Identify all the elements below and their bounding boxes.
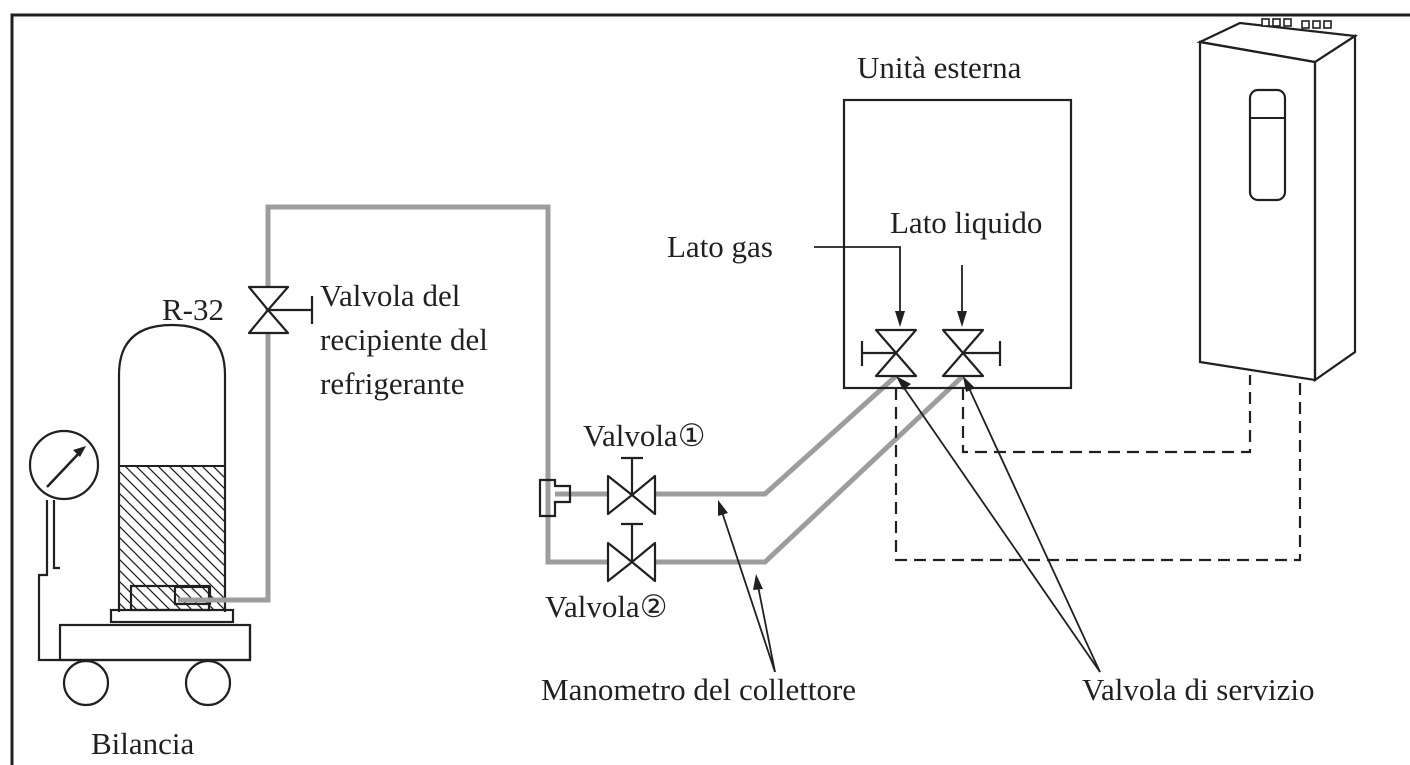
cart-wheel-left bbox=[62, 659, 110, 707]
leader-manifold-gauge bbox=[718, 500, 776, 673]
leader-gas-line bbox=[814, 246, 901, 318]
label-container-valve-3: refrigerante bbox=[320, 366, 465, 401]
leader-liquid-arrowhead bbox=[957, 311, 967, 327]
cylinder-body bbox=[117, 323, 227, 612]
scale-platform bbox=[58, 623, 252, 662]
indoor-unit-top bbox=[1196, 21, 1359, 64]
pipe-liquid-line bbox=[655, 374, 965, 565]
leader-gas-arrowhead bbox=[895, 311, 905, 327]
dashed-pipe-liquid bbox=[961, 375, 1252, 454]
leader-manifold-line-1 bbox=[721, 511, 776, 673]
label-manifold-gauge: Manometro del collettore bbox=[541, 672, 856, 707]
label-liquid-side: Lato liquido bbox=[890, 205, 1042, 240]
dashed-pipe-gas bbox=[894, 380, 1302, 562]
label-outdoor-unit: Unità esterna bbox=[857, 50, 1022, 85]
scale-plate bbox=[109, 608, 235, 624]
service-valve-gas bbox=[860, 328, 918, 378]
outdoor-unit-box bbox=[842, 98, 1073, 390]
leader-gas-side bbox=[814, 246, 905, 327]
frame-border bbox=[10, 13, 1410, 765]
indoor-unit-side bbox=[1313, 33, 1357, 383]
gauge-needle-head bbox=[73, 446, 86, 457]
label-valve-2: Valvola② bbox=[545, 589, 668, 624]
leader-service-line-2 bbox=[967, 385, 1101, 673]
cart-frame-inner bbox=[52, 500, 60, 570]
label-gas-side: Lato gas bbox=[667, 229, 773, 264]
leader-service-arrowhead-2 bbox=[963, 376, 975, 392]
gauge-needle bbox=[46, 449, 83, 488]
leader-manifold-arrowhead-1 bbox=[718, 500, 728, 516]
leader-manifold-line-2 bbox=[757, 585, 776, 673]
label-scale: Bilancia bbox=[91, 726, 195, 761]
manifold-valve-1 bbox=[606, 456, 657, 516]
manifold-valve-2 bbox=[606, 522, 657, 583]
leader-service-valve bbox=[896, 376, 1101, 673]
service-valve-liquid bbox=[941, 328, 1002, 378]
leader-service-arrowhead-1 bbox=[896, 376, 911, 390]
label-valve-1: Valvola① bbox=[583, 418, 706, 453]
label-refrigerant-type: R-32 bbox=[162, 292, 224, 327]
label-container-valve-2: recipiente del bbox=[320, 322, 488, 357]
manifold-tee-fitting bbox=[538, 478, 572, 518]
cart-wheel-right bbox=[184, 659, 232, 707]
label-service-valve: Valvola di servizio bbox=[1082, 672, 1314, 707]
cylinder-outlet-fitting bbox=[173, 585, 212, 606]
gas-valve-body bbox=[874, 328, 918, 378]
weighing-gauge bbox=[28, 429, 100, 501]
indoor-unit-display bbox=[1248, 88, 1287, 202]
pipe-cylinder-to-manifold bbox=[178, 204, 610, 603]
leader-service-line-1 bbox=[901, 384, 1101, 673]
indoor-unit-front bbox=[1198, 40, 1317, 382]
indoor-unit bbox=[1196, 18, 1359, 383]
indoor-unit-pipe-connectors bbox=[1261, 18, 1332, 29]
leader-liquid-side bbox=[957, 265, 967, 327]
container-valve bbox=[247, 285, 314, 335]
leader-manifold-arrowhead-2 bbox=[753, 574, 763, 590]
label-container-valve-1: Valvola del bbox=[320, 278, 460, 313]
refrigerant-cylinder-on-scale bbox=[28, 323, 252, 707]
pipe-gas-line bbox=[655, 374, 898, 497]
